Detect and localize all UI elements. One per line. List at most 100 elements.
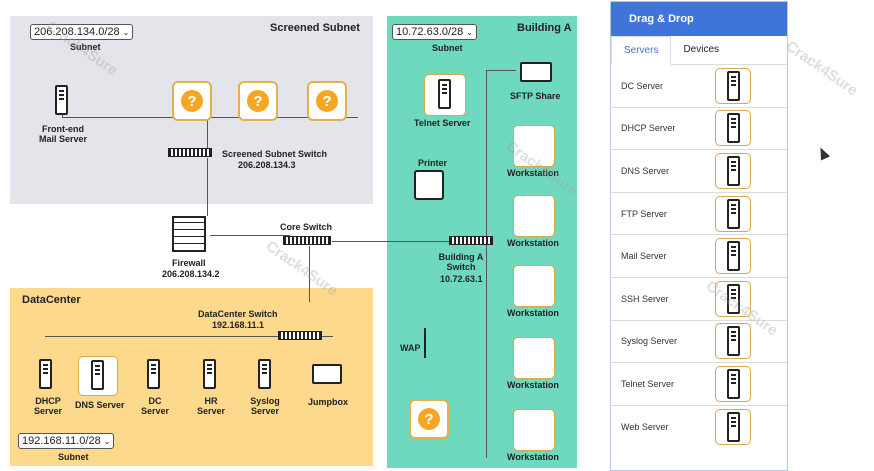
- server-icon: [726, 326, 740, 357]
- printer-label: Printer: [418, 158, 448, 168]
- tab-devices[interactable]: Devices: [683, 44, 720, 55]
- panel-item-label: FTP Server: [621, 208, 667, 219]
- drop-slot[interactable]: ?: [409, 399, 449, 439]
- jumpbox-label: Jumpbox: [308, 397, 349, 407]
- server-icon: [726, 70, 740, 101]
- panel-item-label: DC Server: [621, 80, 664, 91]
- drop-slot[interactable]: ?: [238, 81, 278, 121]
- switch-ip: 10.72.63.1: [440, 274, 483, 284]
- server-label: DC Server: [140, 396, 170, 416]
- panel-item-label: Web Server: [621, 422, 669, 433]
- switch-label: Building A Switch: [438, 252, 484, 272]
- panel-item[interactable]: SSH Server: [611, 278, 787, 321]
- switch-icon: [168, 148, 212, 157]
- panel-item[interactable]: FTP Server: [611, 193, 787, 236]
- computer-icon: [520, 62, 552, 82]
- subnet-select[interactable]: 206.208.134.0/28⌄: [30, 24, 134, 40]
- panel-item[interactable]: DNS Server: [611, 150, 787, 193]
- server-tile[interactable]: [715, 323, 751, 360]
- server-tile[interactable]: [715, 365, 751, 402]
- panel-item-label: DHCP Server: [621, 123, 676, 134]
- subnet-select[interactable]: 192.168.11.0/28⌄: [18, 433, 115, 449]
- subnet-label: Subnet: [58, 452, 89, 462]
- chevron-down-icon: ⌄: [103, 437, 111, 446]
- drag-drop-panel: Drag & Drop Servers Devices DC Server DH…: [610, 1, 788, 471]
- server-icon: [726, 241, 740, 272]
- switch-ip: 192.168.11.1: [212, 320, 265, 330]
- wire: [207, 158, 208, 216]
- subnet-select[interactable]: 10.72.63.0/28⌄: [392, 24, 477, 40]
- server-label: DHCP Server: [33, 396, 63, 416]
- workstation-tile[interactable]: [513, 265, 555, 307]
- server-label: DNS Server: [75, 400, 125, 410]
- chevron-down-icon: ⌄: [466, 28, 473, 37]
- workstation-label: Workstation: [507, 380, 559, 390]
- server-tile[interactable]: [715, 409, 751, 446]
- server-icon: [726, 283, 740, 314]
- workstation-label: Workstation: [507, 308, 559, 318]
- server-tile[interactable]: [715, 238, 751, 275]
- server-tile[interactable]: [715, 152, 751, 189]
- question-icon: ?: [181, 90, 203, 112]
- mail-server-label: Front-end Mail Server: [38, 124, 88, 144]
- switch-ip: 206.208.134.3: [238, 160, 296, 170]
- switch-icon: [278, 331, 322, 340]
- wire: [486, 70, 516, 71]
- subnet-label: Subnet: [432, 43, 463, 53]
- watermark: Crack4Sure: [782, 37, 861, 100]
- server-tile[interactable]: [715, 280, 751, 317]
- server-tile[interactable]: [715, 67, 751, 104]
- printer-icon: [414, 170, 444, 200]
- subnet-select-value: 206.208.134.0/28: [34, 26, 120, 38]
- wire: [210, 235, 290, 236]
- wire: [207, 118, 208, 152]
- wire: [45, 336, 333, 337]
- server-icon: [726, 412, 740, 443]
- question-icon: ?: [316, 90, 338, 112]
- server-tile[interactable]: [715, 110, 751, 147]
- panel-item[interactable]: Syslog Server: [611, 321, 787, 364]
- jumpbox-icon: [312, 364, 342, 384]
- drop-slot[interactable]: ?: [307, 81, 347, 121]
- switch-icon: [283, 236, 331, 245]
- panel-item[interactable]: Web Server: [611, 406, 787, 449]
- sftp-share-label: SFTP Share: [510, 91, 561, 101]
- telnet-server-label: Telnet Server: [414, 118, 471, 128]
- panel-title: Drag & Drop: [611, 2, 787, 36]
- question-icon: ?: [418, 408, 440, 430]
- wire: [309, 246, 310, 302]
- server-icon: [726, 155, 740, 186]
- mouse-cursor-icon: [815, 145, 831, 161]
- server-label: Syslog Server: [250, 396, 280, 416]
- panel-item-label: SSH Server: [621, 293, 669, 304]
- workstation-tile[interactable]: [513, 409, 555, 451]
- workstation-label: Workstation: [507, 452, 559, 462]
- workstation-tile[interactable]: [513, 337, 555, 379]
- workstation-label: Workstation: [507, 238, 559, 248]
- panel-item[interactable]: DHCP Server: [611, 108, 787, 151]
- subnet-label: Subnet: [70, 42, 101, 52]
- firewall-label: Firewall: [172, 258, 206, 268]
- panel-tabs: Servers Devices: [611, 36, 787, 65]
- subnet-select-value: 192.168.11.0/28: [22, 435, 101, 447]
- panel-item[interactable]: Telnet Server: [611, 363, 787, 406]
- workstation-label: Workstation: [507, 168, 559, 178]
- workstation-tile[interactable]: [513, 195, 555, 237]
- wire: [486, 70, 487, 458]
- mail-server-icon: [55, 85, 68, 115]
- server-icon: [147, 359, 160, 389]
- drop-slot[interactable]: ?: [172, 81, 212, 121]
- zone-title: Screened Subnet: [270, 22, 360, 34]
- panel-item-label: Telnet Server: [621, 378, 675, 389]
- server-icon: [726, 198, 740, 229]
- workstation-tile[interactable]: [513, 125, 555, 167]
- tab-servers[interactable]: Servers: [611, 36, 672, 65]
- server-icon: [726, 368, 740, 399]
- panel-item-label: DNS Server: [621, 165, 670, 176]
- wire: [332, 241, 450, 242]
- server-tile[interactable]: [715, 195, 751, 232]
- panel-item[interactable]: DC Server: [611, 65, 787, 108]
- firewall-ip: 206.208.134.2: [162, 269, 220, 279]
- panel-item[interactable]: Mail Server: [611, 235, 787, 278]
- zone-title: DataCenter: [22, 294, 81, 306]
